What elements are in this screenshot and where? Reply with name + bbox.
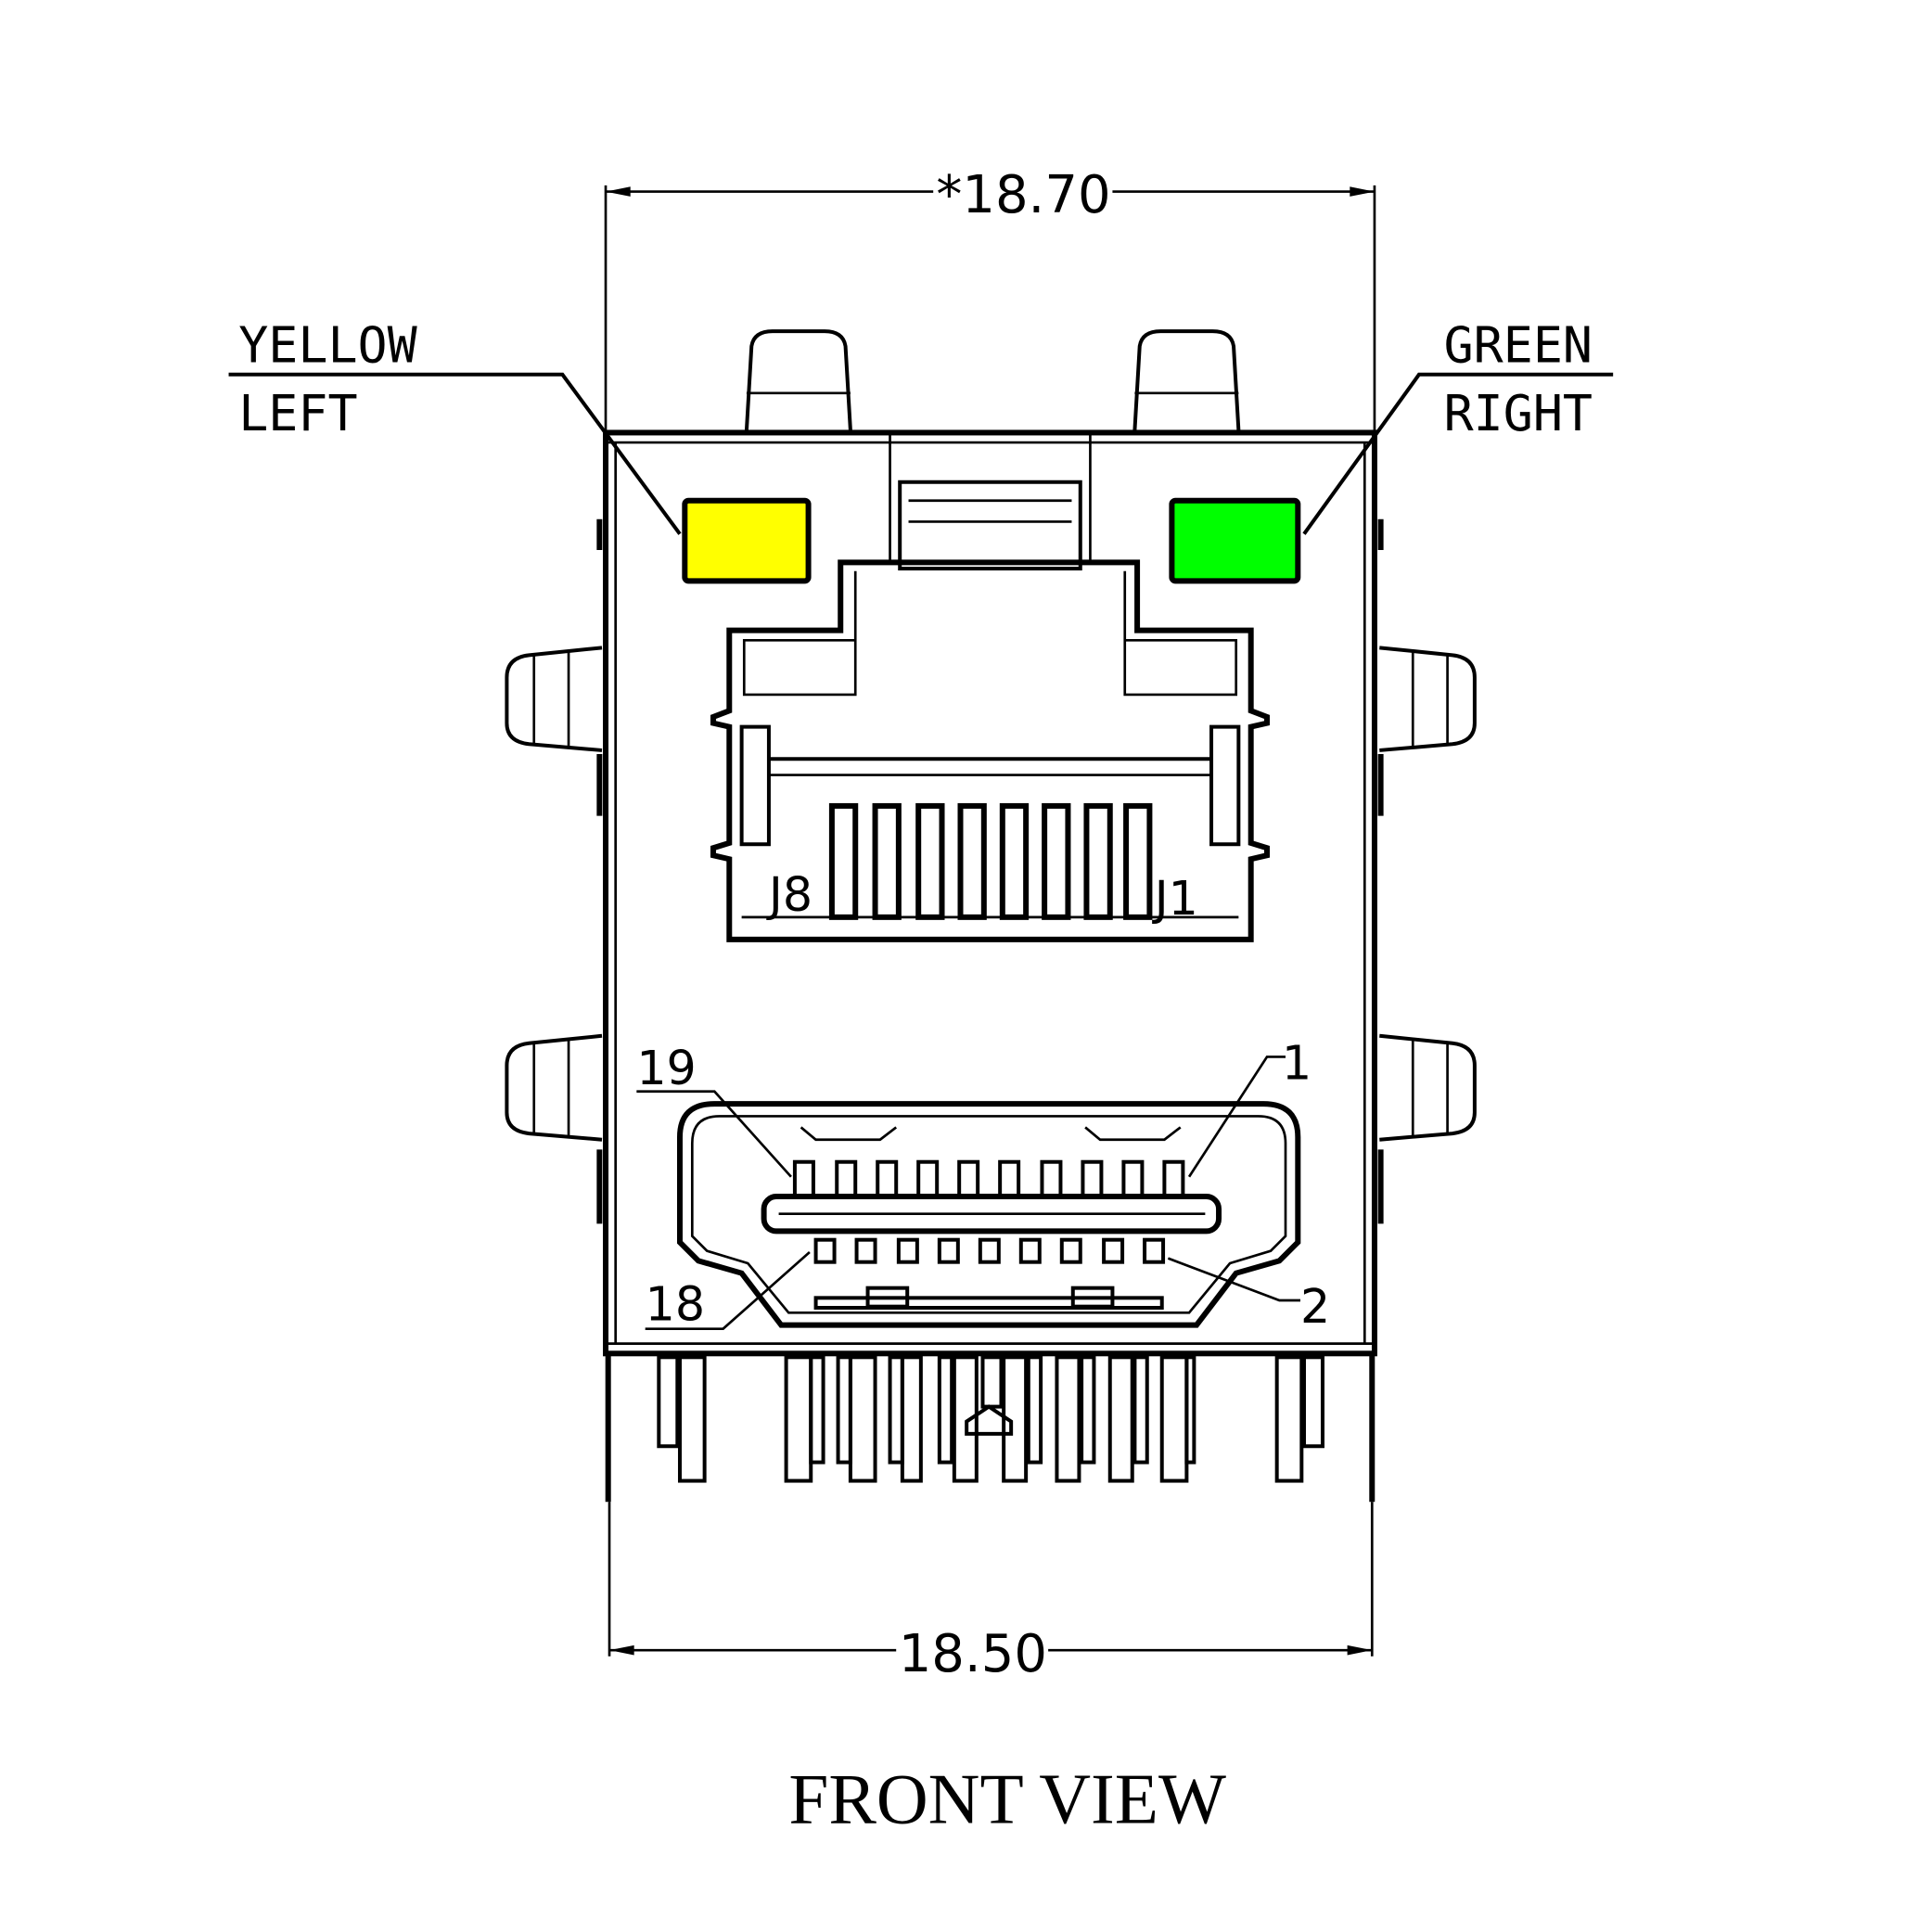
pin-label-j1: J1	[1152, 871, 1198, 926]
hdmi-contacts-bottom	[813, 1237, 1166, 1264]
top-posts	[744, 329, 1241, 430]
rj45-port: J8 J1	[710, 432, 1271, 942]
green-led	[1169, 497, 1301, 584]
bottom-width-label: 18.50	[899, 1624, 1047, 1684]
pin-label-1: 1	[1282, 1035, 1311, 1090]
green-led-callout: GREEN RIGHT	[1302, 316, 1614, 535]
left-label: LEFT	[238, 385, 357, 442]
yellow-led	[682, 497, 812, 584]
connector-body	[603, 429, 1377, 1357]
pin-label-2: 2	[1300, 1279, 1330, 1334]
solder-pins	[605, 1353, 1375, 1503]
top-dimension: *18.70	[604, 165, 1376, 433]
view-caption: FRONT VIEW	[788, 1759, 1226, 1839]
pin-label-19: 19	[636, 1041, 696, 1095]
green-label: GREEN	[1444, 316, 1593, 374]
hdmi-port: 19 1 18 2	[636, 1035, 1330, 1334]
hdmi-contacts-top	[792, 1159, 1185, 1199]
yellow-label: YELLOW	[238, 316, 417, 374]
top-width-label: *18.70	[936, 165, 1110, 225]
pin-label-18: 18	[646, 1276, 705, 1331]
side-posts	[505, 518, 1477, 1224]
bottom-dimension: 18.50	[608, 1502, 1374, 1684]
right-label: RIGHT	[1444, 385, 1593, 442]
yellow-led-callout: YELLOW LEFT	[228, 316, 682, 535]
pin-label-j8: J8	[766, 867, 812, 922]
rj45-contacts	[828, 802, 1153, 920]
